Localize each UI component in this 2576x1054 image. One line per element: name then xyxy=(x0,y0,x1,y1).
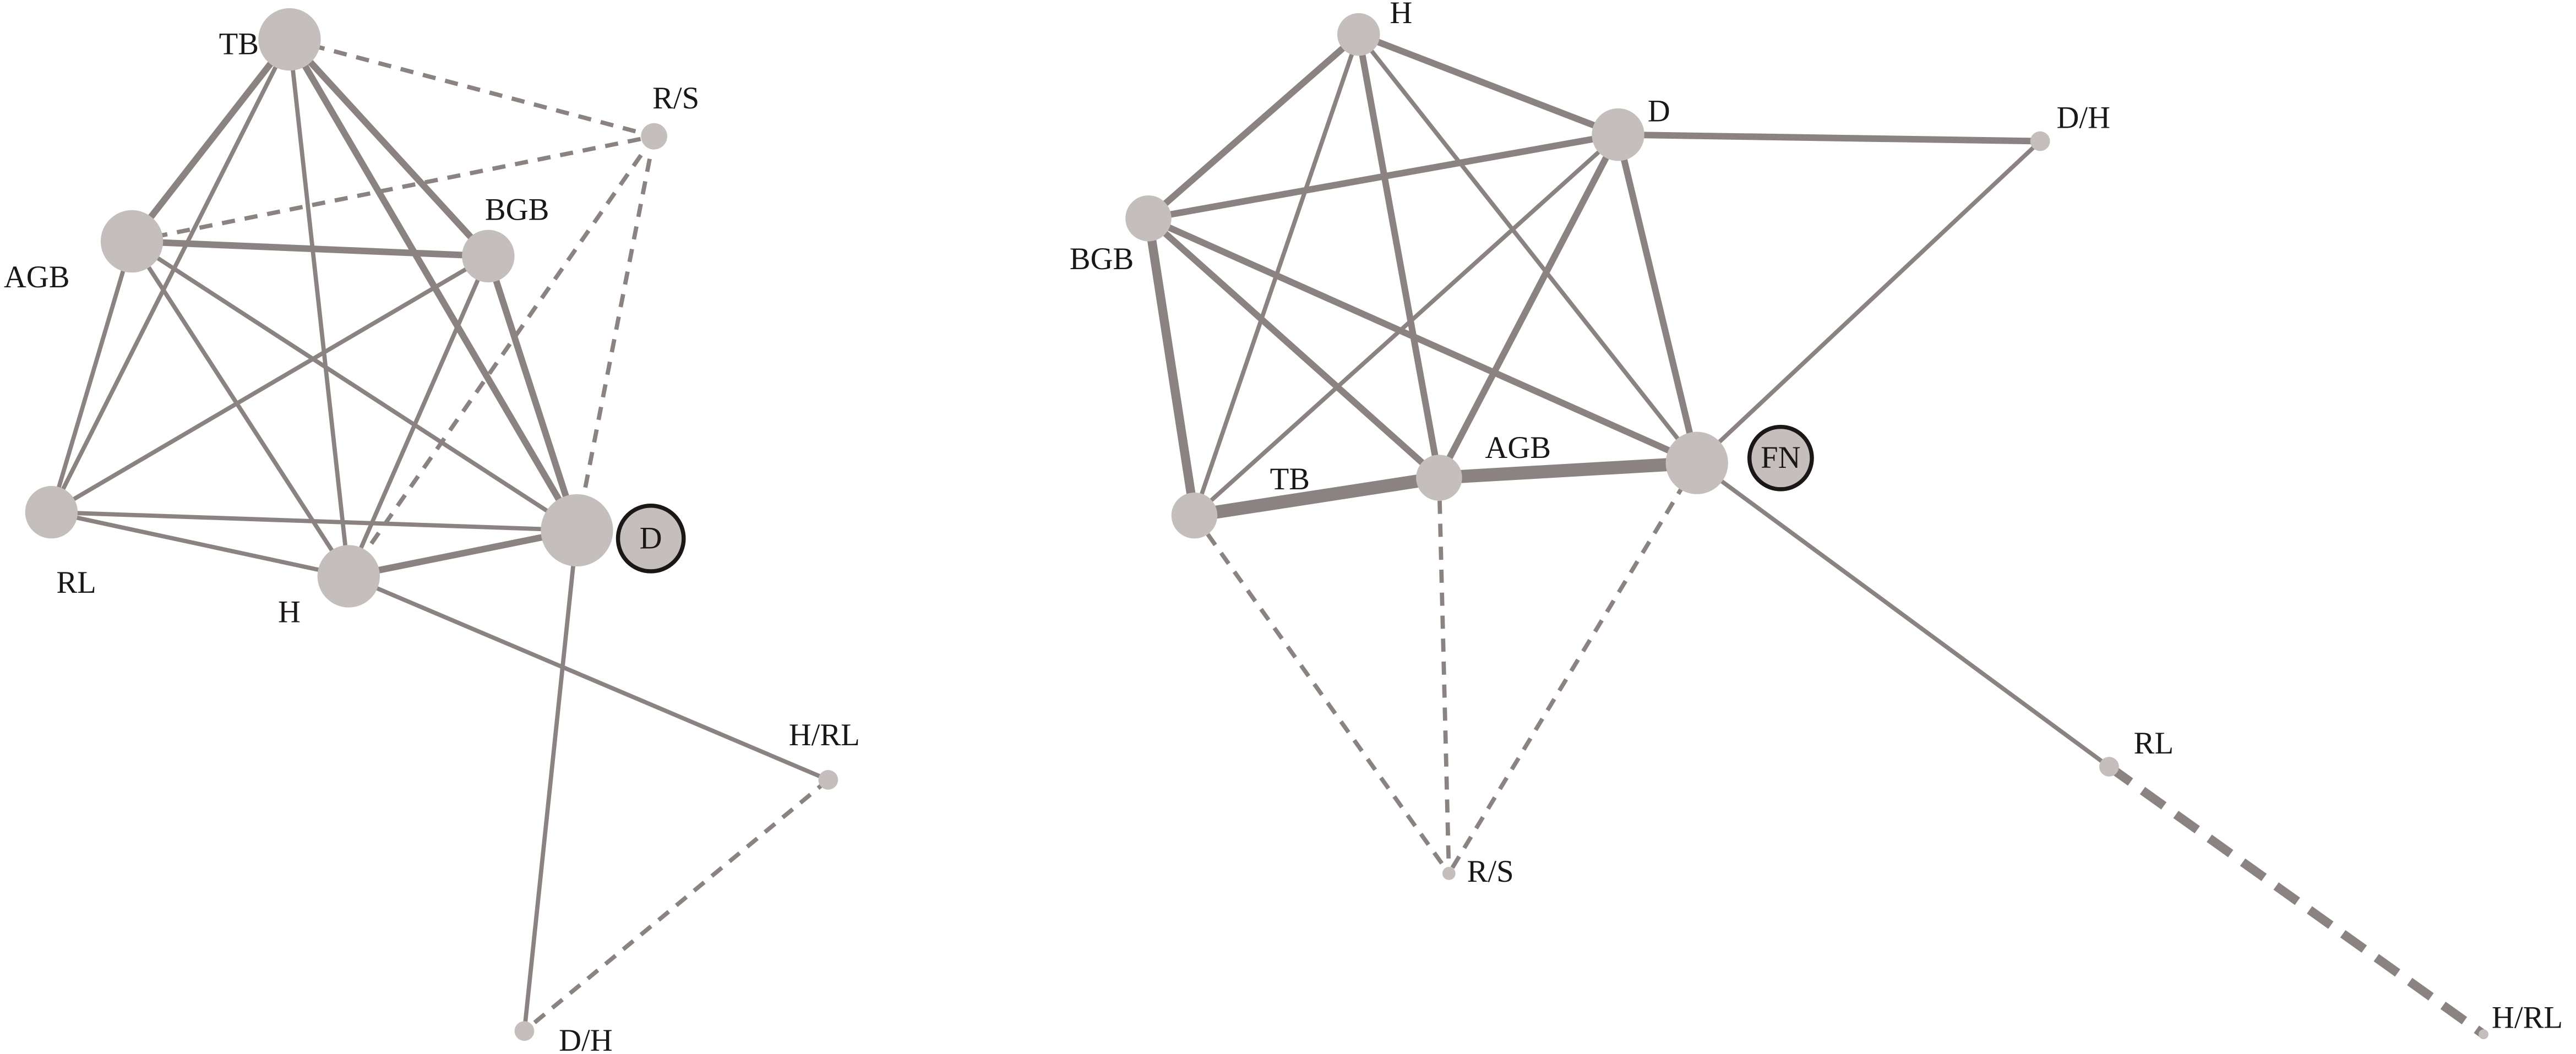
node-right-d xyxy=(1592,108,1644,161)
edge-left-tb-agb xyxy=(129,37,292,244)
node-label-left-h: H xyxy=(278,596,301,630)
edge-right-agb-r-s xyxy=(1437,477,1451,873)
node-right-r-s xyxy=(1442,866,1456,880)
node-left-r-s xyxy=(641,123,667,150)
node-label-right-h-rl: H/RL xyxy=(2492,1001,2563,1035)
node-label-right-h: H xyxy=(1390,0,1412,30)
focal-node-badge-right xyxy=(1747,424,1814,491)
edge-right-tb-agb xyxy=(1193,471,1440,522)
node-label-left-tb: TB xyxy=(219,27,259,61)
edge-right-fn-r-s xyxy=(1447,462,1699,875)
node-label-left-h-rl: H/RL xyxy=(789,718,860,752)
edge-right-bgb-fn xyxy=(1147,215,1698,466)
edge-left-tb-d xyxy=(286,37,580,532)
node-label-left-bgb: BGB xyxy=(485,193,549,227)
edge-left-r-s-h xyxy=(347,135,656,578)
edge-right-fn-rl xyxy=(1695,461,2111,769)
edge-right-h-bgb xyxy=(1146,32,1361,221)
edge-left-agb-d xyxy=(130,239,579,532)
nodes-layer: TB R/S AGB BGB RL H H/RL D/H D H D D/H BGB TB AGB RL R/S… xyxy=(4,0,2563,1054)
node-left-bgb xyxy=(462,230,515,283)
edge-left-h-d xyxy=(348,527,578,580)
node-right-bgb xyxy=(1125,195,1172,242)
edge-left-rl-h xyxy=(51,510,350,578)
edge-left-rl-d xyxy=(51,510,578,533)
node-label-right-bgb: BGB xyxy=(1070,242,1134,276)
node-left-rl xyxy=(25,485,78,539)
edge-left-h-rl-d-h xyxy=(522,778,830,1033)
edge-right-d-d-h xyxy=(1618,131,2040,145)
edge-right-fn-d-h xyxy=(1695,139,2042,465)
node-left-agb xyxy=(100,210,164,273)
edge-right-h-fn xyxy=(1357,33,1699,465)
edge-left-tb-r-s xyxy=(288,37,655,139)
node-label-left-d-h: D/H xyxy=(559,1024,613,1054)
edge-left-tb-bgb xyxy=(287,37,491,259)
edge-right-d-fn xyxy=(1615,134,1701,464)
focal-node-badge-left xyxy=(616,503,686,574)
edges-layer xyxy=(49,31,2486,1038)
node-left-d xyxy=(541,494,613,567)
edge-right-bgb-tb xyxy=(1143,217,1199,516)
edge-left-agb-rl xyxy=(49,241,134,513)
edge-left-bgb-rl xyxy=(50,254,489,514)
node-left-h-rl xyxy=(818,769,838,790)
edge-right-agb-fn xyxy=(1439,456,1697,484)
edge-right-d-tb xyxy=(1192,133,1620,517)
node-right-h-rl xyxy=(2479,1029,2488,1040)
node-label-left-rl: RL xyxy=(56,566,96,600)
node-left-h xyxy=(317,545,380,608)
node-label-right-tb: TB xyxy=(1270,462,1310,496)
focal-node-label-left: D xyxy=(640,521,662,555)
edge-right-rl-h-rl xyxy=(2106,763,2486,1038)
node-right-tb xyxy=(1171,492,1218,539)
node-label-right-rl: RL xyxy=(2134,727,2174,761)
node-right-h xyxy=(1337,13,1380,56)
node-label-right-d-h: D/H xyxy=(2056,101,2110,135)
node-left-d-h xyxy=(514,1021,535,1041)
edge-right-bgb-agb xyxy=(1146,216,1441,480)
node-label-right-r-s: R/S xyxy=(1467,855,1514,889)
edge-right-d-bgb xyxy=(1147,131,1619,222)
node-left-tb xyxy=(258,8,321,71)
node-label-left-agb: AGB xyxy=(4,260,70,294)
edge-right-h-agb xyxy=(1355,34,1442,479)
node-label-right-d: D xyxy=(1648,95,1670,129)
edge-left-agb-r-s xyxy=(131,134,655,244)
focal-node-label-right: FN xyxy=(1761,441,1800,475)
node-right-fn xyxy=(1665,432,1728,494)
node-right-agb xyxy=(1416,455,1462,501)
edge-right-tb-r-s xyxy=(1192,514,1451,875)
node-right-d-h xyxy=(2030,131,2050,151)
edge-left-h-h-rl xyxy=(347,574,829,782)
edge-left-tb-rl xyxy=(49,38,292,514)
edge-left-d-d-h xyxy=(522,530,579,1031)
edge-right-d-agb xyxy=(1436,133,1621,479)
edge-left-r-s-d xyxy=(575,135,656,531)
edge-left-tb-h xyxy=(287,39,351,577)
node-label-left-r-s: R/S xyxy=(652,81,699,116)
node-label-right-agb: AGB xyxy=(1485,431,1551,465)
node-right-rl xyxy=(2099,757,2119,777)
edge-right-h-d xyxy=(1357,31,1620,138)
edge-left-bgb-d xyxy=(485,255,580,532)
edge-left-agb-bgb xyxy=(132,238,489,260)
